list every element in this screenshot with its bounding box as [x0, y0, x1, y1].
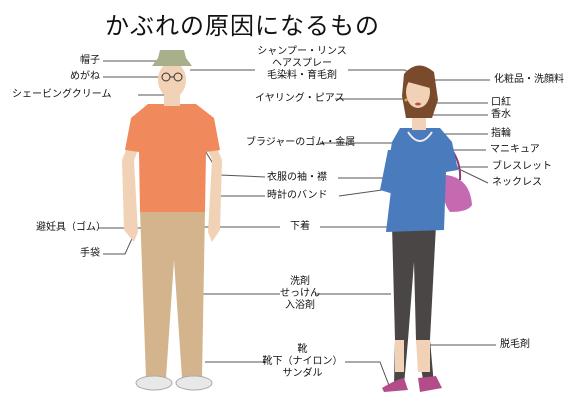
label-manicure: マニキュア: [490, 144, 540, 155]
label-hat: 帽子: [80, 55, 100, 66]
earring-icon: [404, 98, 408, 102]
man-pants: [140, 210, 205, 378]
man-right-shoe: [175, 375, 213, 391]
label-necklace: ネックレス: [492, 177, 542, 188]
bag-icon: [443, 175, 472, 212]
label-cosmetics: 化粧品・洗顔料: [494, 74, 564, 85]
necklace-icon: [407, 131, 433, 142]
man-left-shoe: [135, 375, 173, 391]
label-hair-products: シャンプー・リンス ヘアスプレー 毛染料・育毛剤: [257, 46, 347, 81]
man-left-arm: [122, 130, 142, 242]
woman-top: [386, 128, 458, 232]
label-depilatory: 脱毛剤: [500, 339, 530, 350]
label-footwear: 靴 靴下（ナイロン） サンダル: [262, 344, 343, 379]
label-shaving-cream: シェービングクリーム: [12, 89, 112, 100]
woman-right-shoe: [418, 376, 442, 392]
man-right-arm: [204, 130, 222, 242]
label-ring: 指輪: [491, 128, 511, 139]
label-sleeves: 衣服の袖・襟: [267, 172, 327, 183]
lipstick-icon: [415, 102, 421, 106]
label-bra: ブラジャーのゴム・金属: [246, 137, 356, 148]
hat-icon: [152, 50, 192, 66]
man-head: [158, 62, 186, 98]
woman-left-shoe: [382, 378, 408, 392]
label-earrings: イヤリング・ピアス: [255, 93, 345, 104]
label-lipstick: 口紅: [491, 97, 511, 108]
label-gloves: 手袋: [80, 248, 100, 259]
label-watch: 時計のバンド: [267, 190, 328, 201]
label-underwear: 下着: [290, 221, 310, 232]
label-condom: 避妊具（ゴム）: [36, 222, 106, 233]
page-title: かぶれの原因になるもの: [105, 12, 380, 40]
label-glasses: めがね: [70, 71, 100, 82]
label-bracelet: ブレスレット: [492, 161, 552, 172]
label-detergent: 洗剤 せっけん 入浴剤: [280, 276, 320, 311]
man-shirt: [125, 104, 220, 212]
label-perfume: 香水: [491, 109, 511, 120]
